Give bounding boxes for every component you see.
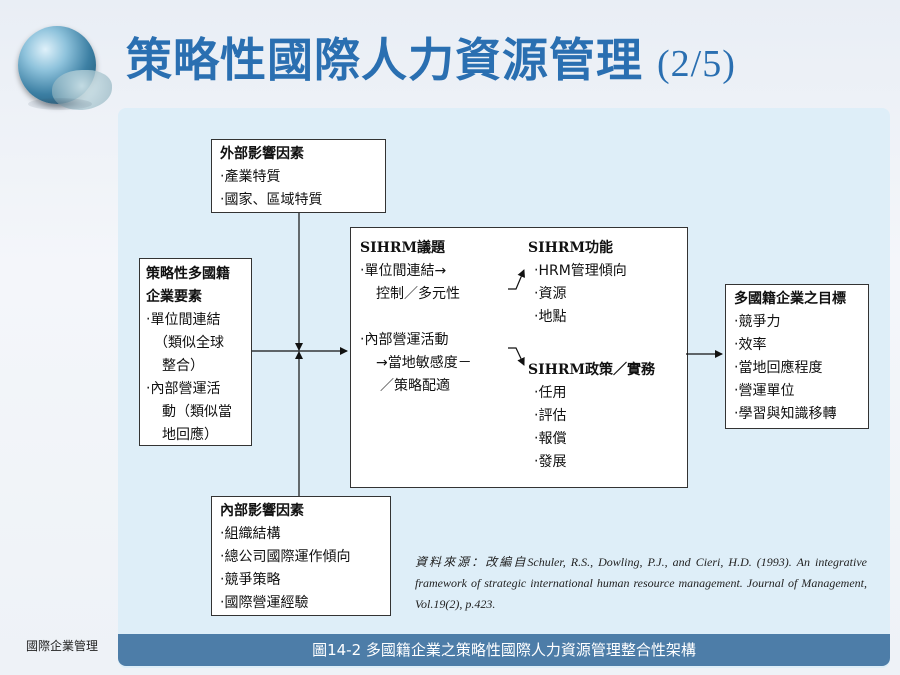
sihrm-issues-spacer (360, 306, 472, 329)
sihrm-issues-item: ／策略配適 (380, 378, 450, 394)
external-factors-item: ‧國家、區域特質 (220, 192, 323, 208)
sihrm-functions-item: ‧地點 (534, 309, 567, 325)
globe-logo (18, 26, 112, 110)
external-factors-item: ‧產業特質 (220, 169, 281, 185)
sihrm-policies-item: ‧評估 (534, 408, 567, 424)
strategic-components-item: 整合） (162, 358, 204, 374)
sihrm-policies-item: ‧任用 (534, 385, 567, 401)
strategic-components-item: （類似全球 (154, 335, 224, 351)
external-factors-box: 外部影響因素 ‧產業特質 ‧國家、區域特質 (211, 139, 386, 213)
internal-factors-title: 內部影響因素 (220, 503, 304, 519)
sihrm-functions: SIHRM功能 ‧HRM管理傾向 ‧資源 ‧地點 (528, 237, 627, 329)
source-citation: 資料來源：改編自Schuler, R.S., Dowling, P.J., an… (415, 555, 867, 611)
internal-factors-box: 內部影響因素 ‧組織結構 ‧總公司國際運作傾向 ‧競爭策略 ‧國際營運經驗 (211, 496, 391, 616)
mne-goals-item: ‧營運單位 (734, 383, 795, 399)
sihrm-issues: SIHRM議題 ‧單位間連結→ 控制／多元性 ‧內部營運活動 →當地敏感度－ ／… (360, 237, 472, 398)
slide-title: 策略性國際人力資源管理 (2/5) (126, 24, 736, 90)
strategic-components-title: 企業要素 (146, 289, 202, 305)
mne-goals-item: ‧效率 (734, 337, 767, 353)
slide-title-page: (2/5) (657, 43, 736, 85)
globe-land (52, 70, 112, 110)
sihrm-issues-item: 控制／多元性 (376, 286, 460, 302)
strategic-components-item: ‧單位間連結 (146, 312, 221, 328)
sihrm-policies: SIHRM政策／實務 ‧任用 ‧評估 ‧報償 ‧發展 (528, 359, 655, 474)
mne-goals-title: 多國籍企業之目標 (734, 291, 846, 307)
mne-goals-item: ‧當地回應程度 (734, 360, 823, 376)
external-factors-title: 外部影響因素 (220, 146, 304, 162)
mne-goals-box: 多國籍企業之目標 ‧競爭力 ‧效率 ‧當地回應程度 ‧營運單位 ‧學習與知識移轉 (725, 284, 869, 429)
sihrm-functions-title: SIHRM功能 (528, 240, 614, 256)
sihrm-policies-title: SIHRM政策／實務 (528, 362, 656, 378)
figure-caption: 圖14-2 多國籍企業之策略性國際人力資源管理整合性架構 (118, 634, 890, 666)
slide-title-text: 策略性國際人力資源管理 (126, 33, 643, 87)
globe-shadow (28, 98, 92, 110)
internal-factors-item: ‧總公司國際運作傾向 (220, 549, 351, 565)
strategic-components-item: ‧內部營運活 (146, 381, 221, 397)
sihrm-issues-item: →當地敏感度－ (376, 355, 472, 371)
strategic-components-item: 地回應） (162, 427, 218, 443)
sihrm-issues-title: SIHRM議題 (360, 240, 446, 256)
sihrm-policies-item: ‧發展 (534, 454, 567, 470)
strategic-components-item: 動（類似當 (162, 404, 232, 420)
internal-factors-item: ‧競爭策略 (220, 572, 281, 588)
sihrm-policies-item: ‧報償 (534, 431, 567, 447)
strategic-components-box: 策略性多國籍 企業要素 ‧單位間連結 （類似全球 整合） ‧內部營運活 動（類似… (139, 258, 252, 446)
mne-goals-item: ‧學習與知識移轉 (734, 406, 837, 422)
sihrm-functions-item: ‧HRM管理傾向 (534, 263, 627, 279)
mne-goals-item: ‧競爭力 (734, 314, 781, 330)
internal-factors-item: ‧國際營運經驗 (220, 595, 309, 611)
sihrm-issues-item: ‧內部營運活動 (360, 332, 449, 348)
strategic-components-title: 策略性多國籍 (146, 266, 230, 282)
footer-course-name: 國際企業管理 (26, 639, 99, 653)
sihrm-issues-item: ‧單位間連結→ (360, 263, 447, 279)
internal-factors-item: ‧組織結構 (220, 526, 281, 542)
sihrm-functions-item: ‧資源 (534, 286, 567, 302)
